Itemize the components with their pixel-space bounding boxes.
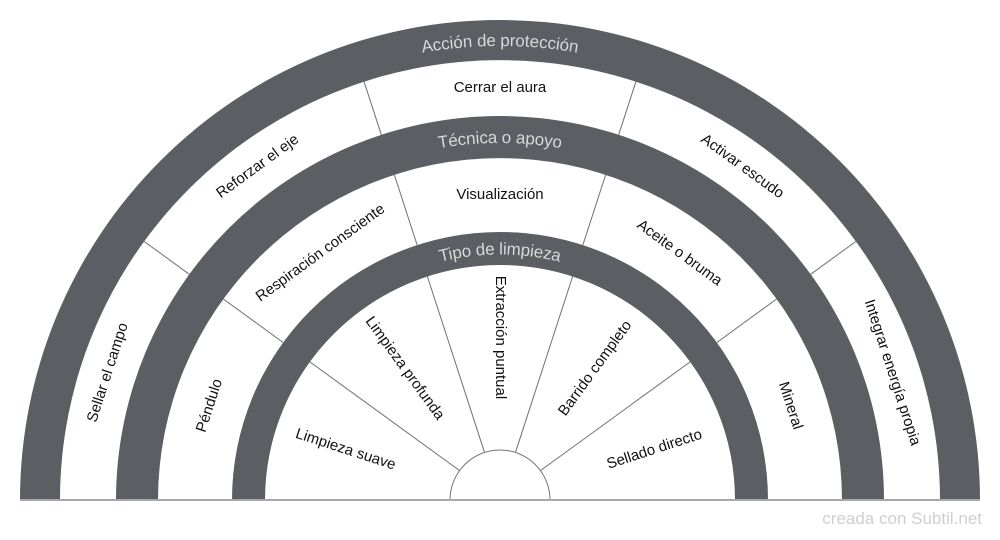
segment-inner-1: Limpieza suave: [293, 425, 397, 473]
divider-inner-3: [514, 276, 574, 453]
segment-inner-3: Extracción puntual: [492, 276, 509, 399]
segment-middle-5: Mineral: [775, 380, 806, 432]
segment-middle-3: Visualización: [456, 186, 543, 203]
divider-middle-4: [716, 298, 777, 343]
divider-outer-2: [363, 81, 382, 135]
divider-outer-4: [810, 240, 857, 275]
segment-inner-2: Limpieza profunda: [362, 313, 449, 423]
watermark: creada con Subtil.net: [822, 509, 982, 528]
segment-inner-4: Barrido completo: [555, 317, 635, 419]
segment-inner-5: Sellado directo: [605, 426, 705, 473]
sector-dividers: [143, 81, 857, 472]
band-middle: [116, 116, 884, 500]
divider-middle-2: [393, 174, 418, 246]
divider-inner-2: [426, 276, 486, 453]
center-hub: [449, 449, 551, 501]
segment-middle-1: Péndulo: [193, 377, 226, 435]
divider-outer-3: [618, 81, 637, 135]
divider-inner-4: [540, 361, 691, 472]
ring-bands: [20, 20, 980, 500]
band-inner: [232, 232, 768, 500]
divider-middle-3: [582, 174, 607, 246]
divider-middle-1: [223, 298, 284, 343]
divider-inner-1: [309, 361, 460, 472]
segment-outer-3: Cerrar el aura: [454, 79, 547, 96]
divider-outer-1: [143, 240, 190, 275]
